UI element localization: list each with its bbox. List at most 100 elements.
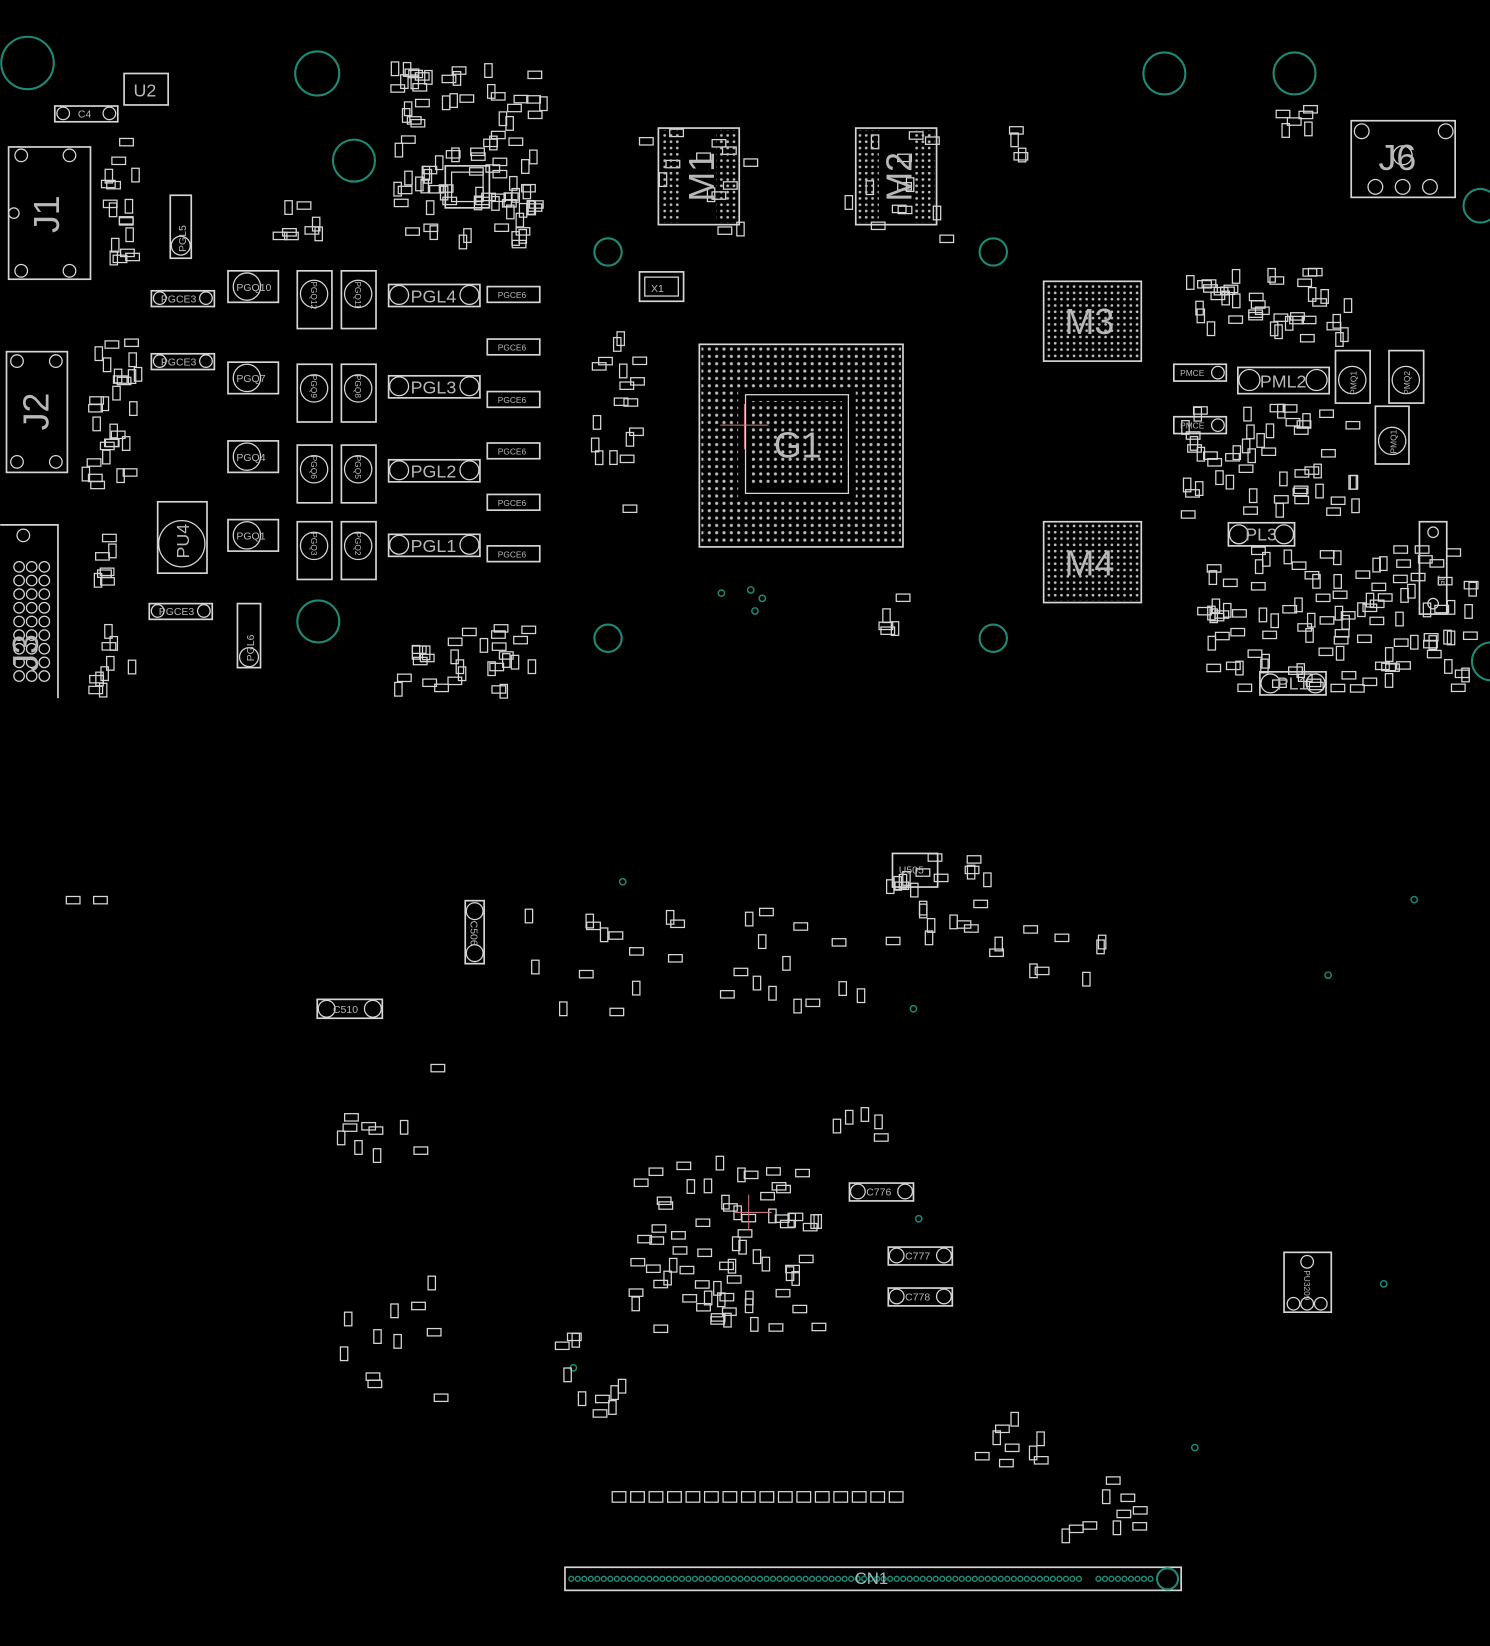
- cap-pgce6-4[interactable]: PGCE6: [486, 442, 541, 460]
- c776-label: C776: [866, 1188, 891, 1199]
- cap-c776[interactable]: C776: [848, 1182, 915, 1202]
- mosfet-pgq12[interactable]: PGQ12: [296, 269, 333, 330]
- gpu-g1[interactable]: G1: [698, 343, 904, 548]
- inductor-pgl6[interactable]: PGL6: [236, 602, 262, 669]
- cap-c4[interactable]: C4: [53, 105, 119, 123]
- connector-j2[interactable]: J2: [5, 350, 69, 474]
- cap-pmce-1[interactable]: PMCE: [1172, 363, 1228, 382]
- cap-pgce6-2[interactable]: PGCE6: [486, 338, 541, 356]
- smd-pad: [399, 1119, 409, 1135]
- inductor-pgl3[interactable]: PGL3: [387, 374, 481, 399]
- cap-pgce6-1[interactable]: PGCE6: [486, 285, 541, 304]
- cap-pgce6-5[interactable]: PGCE6: [486, 493, 541, 512]
- smd-pad: [1132, 1506, 1148, 1515]
- pin: [952, 1575, 959, 1582]
- memory-m4[interactable]: M4: [1042, 520, 1143, 604]
- smd-pad: [638, 136, 654, 146]
- pin: [1030, 1575, 1037, 1582]
- mosfet-pgq6[interactable]: PGQ6: [296, 444, 333, 504]
- pin: [984, 1575, 991, 1582]
- mosfet-pgq10[interactable]: PGQ10: [227, 269, 280, 304]
- smd-pad: [1206, 564, 1222, 573]
- mosfet-pgq11[interactable]: PGQ11: [340, 269, 377, 330]
- smd-pad: [796, 1491, 812, 1503]
- smd-pad: [998, 1458, 1014, 1468]
- smd-pad: [1351, 498, 1360, 514]
- cap-c506[interactable]: C506: [464, 899, 485, 965]
- pin: [808, 1575, 816, 1582]
- mosfet-pgq7[interactable]: PGQ7: [227, 361, 280, 395]
- connector-j6[interactable]: J6: [1350, 119, 1456, 199]
- memory-m3[interactable]: M3: [1042, 280, 1143, 362]
- pin: [1075, 1575, 1083, 1582]
- smd-pad: [633, 1178, 649, 1188]
- ic-pu4[interactable]: PU4: [156, 500, 208, 575]
- smd-pad: [631, 980, 641, 996]
- connector-j1[interactable]: J1: [7, 146, 92, 281]
- connector-j3[interactable]: J3: [0, 524, 59, 699]
- cap-c510[interactable]: C510: [316, 998, 384, 1020]
- inductor-pgl5[interactable]: PGL5: [169, 194, 193, 260]
- smd-pad: [966, 855, 982, 864]
- smd-pad: [994, 936, 1004, 952]
- smd-pad: [1301, 315, 1317, 325]
- cap-pgce6-3[interactable]: PGCE6: [486, 390, 541, 409]
- mosfet-pgq1[interactable]: PGQ1: [227, 518, 280, 552]
- smd-pad: [491, 685, 507, 694]
- pmq1-label: PMQ1: [1348, 371, 1358, 395]
- smd-pad: [949, 914, 958, 930]
- smd-pad: [1282, 404, 1298, 413]
- inductor-pgl4[interactable]: PGL4: [387, 283, 481, 308]
- inductor-pl3[interactable]: PL3: [1227, 521, 1296, 547]
- smd-pad: [736, 221, 745, 237]
- inductor-pgl1[interactable]: PGL1: [387, 533, 481, 558]
- connector-j5[interactable]: J5: [1418, 520, 1448, 615]
- smd-pad: [1208, 570, 1218, 586]
- cap-pgce3-a[interactable]: PGCE3: [150, 289, 216, 308]
- mosfet-pmq1b[interactable]: PMQ1: [1374, 405, 1410, 465]
- cap-pgce3-b[interactable]: PGCE3: [150, 352, 216, 371]
- mosfet-pgq4[interactable]: PGQ4: [227, 440, 280, 474]
- inductor-pgl2[interactable]: PGL2: [387, 458, 481, 483]
- pin: [607, 1575, 614, 1582]
- cap-c778[interactable]: C778: [887, 1287, 954, 1307]
- smd-pad: [759, 1491, 775, 1503]
- memory-m2[interactable]: M2: [854, 127, 938, 226]
- pin: [1127, 1575, 1135, 1582]
- ic-pu3209[interactable]: PU3209: [1283, 1251, 1333, 1314]
- smd-pad: [1225, 474, 1235, 490]
- mosfet-pgq8[interactable]: PGQ8: [340, 363, 377, 423]
- smd-pad: [710, 1316, 726, 1325]
- cap-c777[interactable]: C777: [887, 1246, 954, 1266]
- inductor-pml2[interactable]: PML2: [1237, 366, 1331, 395]
- mosfet-pmq1[interactable]: PMQ1: [1334, 349, 1371, 404]
- pwm-controller-ic[interactable]: [444, 165, 491, 209]
- ic-u505[interactable]: U505: [891, 852, 939, 888]
- pgq4-label: PGQ4: [236, 453, 265, 464]
- pgq12-label: PGQ12: [309, 281, 319, 309]
- smd-pad: [893, 875, 903, 891]
- inductor-pl1[interactable]: PL1: [1259, 670, 1327, 696]
- crystal-x1[interactable]: X1: [638, 271, 685, 303]
- ic-u2[interactable]: U2: [123, 72, 170, 106]
- cap-pgce3-c[interactable]: PGCE3: [148, 602, 214, 621]
- memory-m1[interactable]: M1: [657, 127, 741, 226]
- smd-pad: [805, 998, 821, 1008]
- smd-pad: [1210, 291, 1226, 301]
- cap-pgce6-6[interactable]: PGCE6: [486, 545, 541, 563]
- cap-pmce-2[interactable]: PMCE: [1172, 415, 1228, 435]
- smd-pad: [422, 165, 438, 175]
- smd-pad: [102, 199, 118, 209]
- smd-pad: [844, 195, 854, 210]
- smd-pad: [630, 377, 645, 386]
- smd-pad: [1330, 496, 1346, 506]
- smd-pad: [618, 363, 628, 379]
- mosfet-pmq2[interactable]: PMQ2: [1388, 349, 1425, 404]
- mosfet-pgq9[interactable]: PGQ9: [296, 363, 333, 423]
- connector-cn1[interactable]: CN1: [564, 1566, 1183, 1592]
- smd-pad: [1213, 286, 1229, 296]
- mosfet-pgq3[interactable]: PGQ3: [296, 520, 333, 581]
- mosfet-pgq5[interactable]: PGQ5: [340, 444, 377, 504]
- mosfet-pgq2[interactable]: PGQ2: [340, 520, 377, 581]
